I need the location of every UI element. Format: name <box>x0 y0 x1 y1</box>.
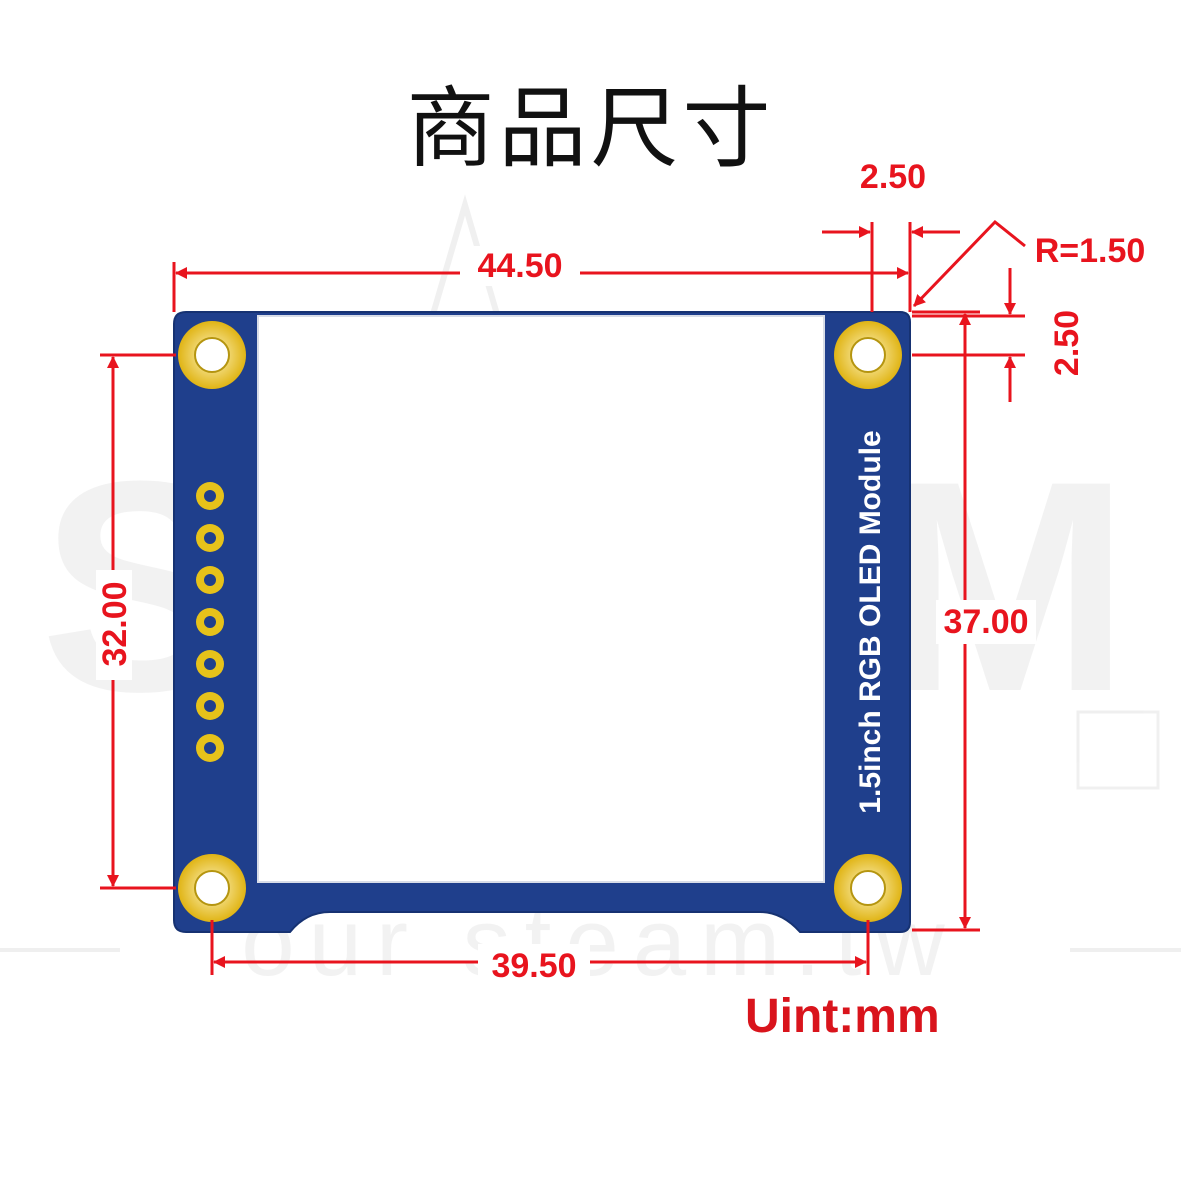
dim-hole-offset-x: 2.50 <box>860 158 926 196</box>
header-pin-hole <box>204 658 216 670</box>
header-pins <box>196 482 224 762</box>
header-pin-hole <box>204 574 216 586</box>
dim-left-height: 32.00 <box>96 581 134 666</box>
dim-hole-offset-y: 2.50 <box>1048 310 1086 376</box>
dim-bottom-width: 39.50 <box>491 947 576 985</box>
mounting-hole-top-left <box>178 321 246 389</box>
page-title: 商品尺寸 <box>406 77 775 180</box>
header-pin-hole <box>204 490 216 502</box>
dim-corner-radius: R=1.50 <box>1035 232 1146 270</box>
mounting-hole-bottom-left <box>178 854 246 922</box>
mounting-hole-bottom-right <box>834 854 902 922</box>
dim-top-width: 44.50 <box>477 247 562 285</box>
module-label: 1.5inch RGB OLED Module <box>854 430 887 813</box>
unit-label: Uint:mm <box>745 990 940 1043</box>
header-pin-hole <box>204 532 216 544</box>
display-area <box>257 315 825 883</box>
mounting-hole-top-right <box>834 321 902 389</box>
header-pin-hole <box>204 742 216 754</box>
header-pin-hole <box>204 700 216 712</box>
header-pin-hole <box>204 616 216 628</box>
dim-right-height: 37.00 <box>943 603 1028 641</box>
oled-module-pcb: 1.5inch RGB OLED Module <box>173 311 911 933</box>
calculator-icon <box>1076 710 1160 790</box>
